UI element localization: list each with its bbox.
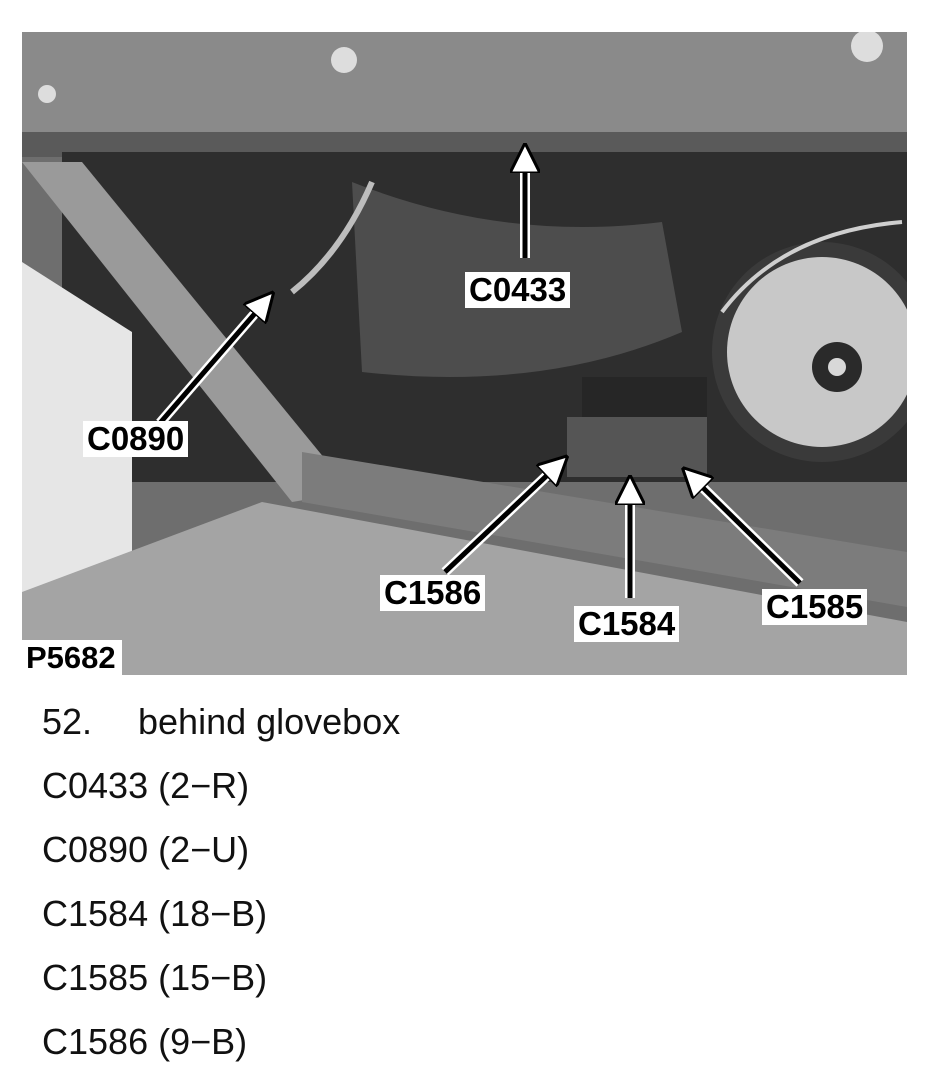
- callout-c1584: C1584: [574, 606, 680, 642]
- callout-c0433: C0433: [465, 272, 571, 308]
- callout-c1586: C1586: [380, 575, 486, 611]
- connector-item: C1586 (9−B): [42, 1021, 248, 1062]
- connector-item: C1585 (15−B): [42, 957, 268, 998]
- callout-c0890: C0890: [83, 421, 189, 457]
- caption-number: 52.: [42, 701, 93, 742]
- caption-title: behind glovebox: [138, 701, 401, 742]
- connector-item: C1584 (18−B): [42, 893, 268, 934]
- figure-id: P5682: [22, 640, 122, 676]
- connector-item: C0433 (2−R): [42, 765, 250, 806]
- connector-item: C0890 (2−U): [42, 829, 250, 870]
- callout-c1585: C1585: [762, 589, 868, 625]
- caption-heading: 52. behind glovebox: [42, 700, 902, 764]
- caption: 52. behind glovebox C0433 (2−R) C0890 (2…: [42, 700, 902, 1084]
